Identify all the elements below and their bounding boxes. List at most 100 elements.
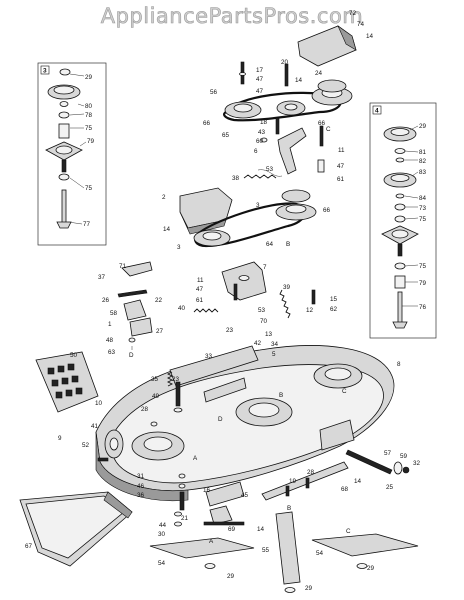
nut-icon xyxy=(402,466,410,474)
label-61: 61 xyxy=(337,176,345,183)
label-59: 59 xyxy=(400,453,408,460)
washer-icon xyxy=(178,483,186,489)
deck-belt-icon xyxy=(194,202,307,248)
idler-hub-icon xyxy=(284,103,298,111)
belt-guard-edge-icon xyxy=(179,211,227,235)
label-29: 29 xyxy=(305,585,313,592)
bolt-icon xyxy=(305,477,310,489)
label-blade-c: C xyxy=(346,528,351,535)
label-56: 56 xyxy=(210,89,218,96)
anti-scalp-bracket-icon xyxy=(205,481,245,507)
label-77: 77 xyxy=(83,221,91,228)
label-32: 32 xyxy=(413,460,421,467)
label-blade-a: A xyxy=(209,538,214,545)
washer-icon xyxy=(395,157,405,163)
bolt-icon xyxy=(319,125,324,147)
label-idler-c: C xyxy=(326,126,331,133)
label-23: 23 xyxy=(226,327,234,334)
bracket-hole-icon xyxy=(238,275,250,281)
label-10: 10 xyxy=(95,400,103,407)
spacer-icon xyxy=(317,159,325,173)
leader-line xyxy=(404,264,419,267)
leader-line xyxy=(404,217,419,220)
label-39: 39 xyxy=(283,284,291,291)
blade-c-icon xyxy=(311,533,419,557)
nut-icon xyxy=(59,68,71,76)
label-75: 75 xyxy=(85,125,93,132)
belt-cover-icon xyxy=(297,25,357,67)
label-47: 47 xyxy=(256,76,264,83)
label-deck-a: A xyxy=(193,455,198,462)
washer-icon xyxy=(395,193,405,199)
mid-pulley-assembly xyxy=(179,187,317,319)
pulley-hub-icon xyxy=(285,204,307,214)
belt-cover-edge-icon xyxy=(337,25,357,51)
spacer-icon xyxy=(394,275,406,289)
label-70: 70 xyxy=(260,318,268,325)
bracket-icon xyxy=(209,505,233,525)
nut-icon xyxy=(174,521,182,527)
label-3: 3 xyxy=(177,244,181,251)
label-35: 35 xyxy=(151,376,159,383)
spring-icon xyxy=(243,174,277,179)
spring-icon xyxy=(193,308,219,313)
label-37: 37 xyxy=(98,274,106,281)
label-1: 1 xyxy=(108,321,112,328)
label-33: 33 xyxy=(205,353,213,360)
washer-icon xyxy=(178,473,186,479)
label-63: 63 xyxy=(108,349,116,356)
spindle-bore-inner-icon xyxy=(324,367,352,381)
label-3: 3 xyxy=(256,202,260,209)
spindle-bore-inner-icon xyxy=(143,436,173,452)
label-29: 29 xyxy=(419,123,427,130)
label-72: 72 xyxy=(349,10,357,17)
spring-icon xyxy=(166,371,174,387)
leader-line xyxy=(411,171,419,177)
watermark: AppliancePartsPros.com xyxy=(100,4,364,29)
label-47: 47 xyxy=(337,163,345,170)
idler-bracket-icon xyxy=(221,261,267,301)
blade-nut-icon xyxy=(204,563,216,569)
bolt-icon xyxy=(284,63,289,87)
pulley-hub-icon xyxy=(390,128,410,136)
wheel-hub-icon xyxy=(109,437,119,451)
label-81: 81 xyxy=(419,149,427,156)
label-pulley-b: B xyxy=(286,241,290,248)
label-57: 57 xyxy=(384,450,392,457)
callout-box-4: 4 29 8 xyxy=(369,102,437,339)
label-75: 75 xyxy=(85,185,93,192)
label-30: 30 xyxy=(158,531,166,538)
leader-line xyxy=(404,150,419,153)
callout-frame-right xyxy=(369,102,437,339)
leader-line xyxy=(77,103,85,107)
pulley-upper-icon xyxy=(281,189,311,203)
housing-neck-icon xyxy=(397,243,403,257)
label-65: 65 xyxy=(222,132,230,139)
pulley-hub-icon xyxy=(390,174,410,182)
label-45: 45 xyxy=(241,492,249,499)
label-27: 27 xyxy=(156,328,164,335)
label-15: 15 xyxy=(330,296,338,303)
label-29: 29 xyxy=(227,573,235,580)
bearing-icon xyxy=(394,203,406,211)
label-66: 66 xyxy=(323,207,331,214)
pulley-hub-icon xyxy=(202,231,222,241)
drive-belt-icon xyxy=(223,91,342,122)
callout-frame-left xyxy=(37,62,107,246)
idler-arm-icon xyxy=(277,127,307,175)
nut-icon xyxy=(260,137,268,143)
deck-rail-icon xyxy=(169,345,259,387)
blades xyxy=(149,511,419,593)
label-75: 75 xyxy=(419,263,427,270)
discharge-chute xyxy=(19,491,133,567)
washer-icon xyxy=(394,148,406,154)
label-26: 26 xyxy=(102,297,110,304)
chute-inner-icon xyxy=(25,495,125,559)
rear-bracket-icon xyxy=(319,419,355,451)
label-83: 83 xyxy=(419,169,427,176)
label-54: 54 xyxy=(158,560,166,567)
bolt-icon xyxy=(175,381,181,407)
leader-line xyxy=(69,177,85,189)
label-28: 28 xyxy=(141,406,149,413)
bolt-icon xyxy=(179,491,185,511)
